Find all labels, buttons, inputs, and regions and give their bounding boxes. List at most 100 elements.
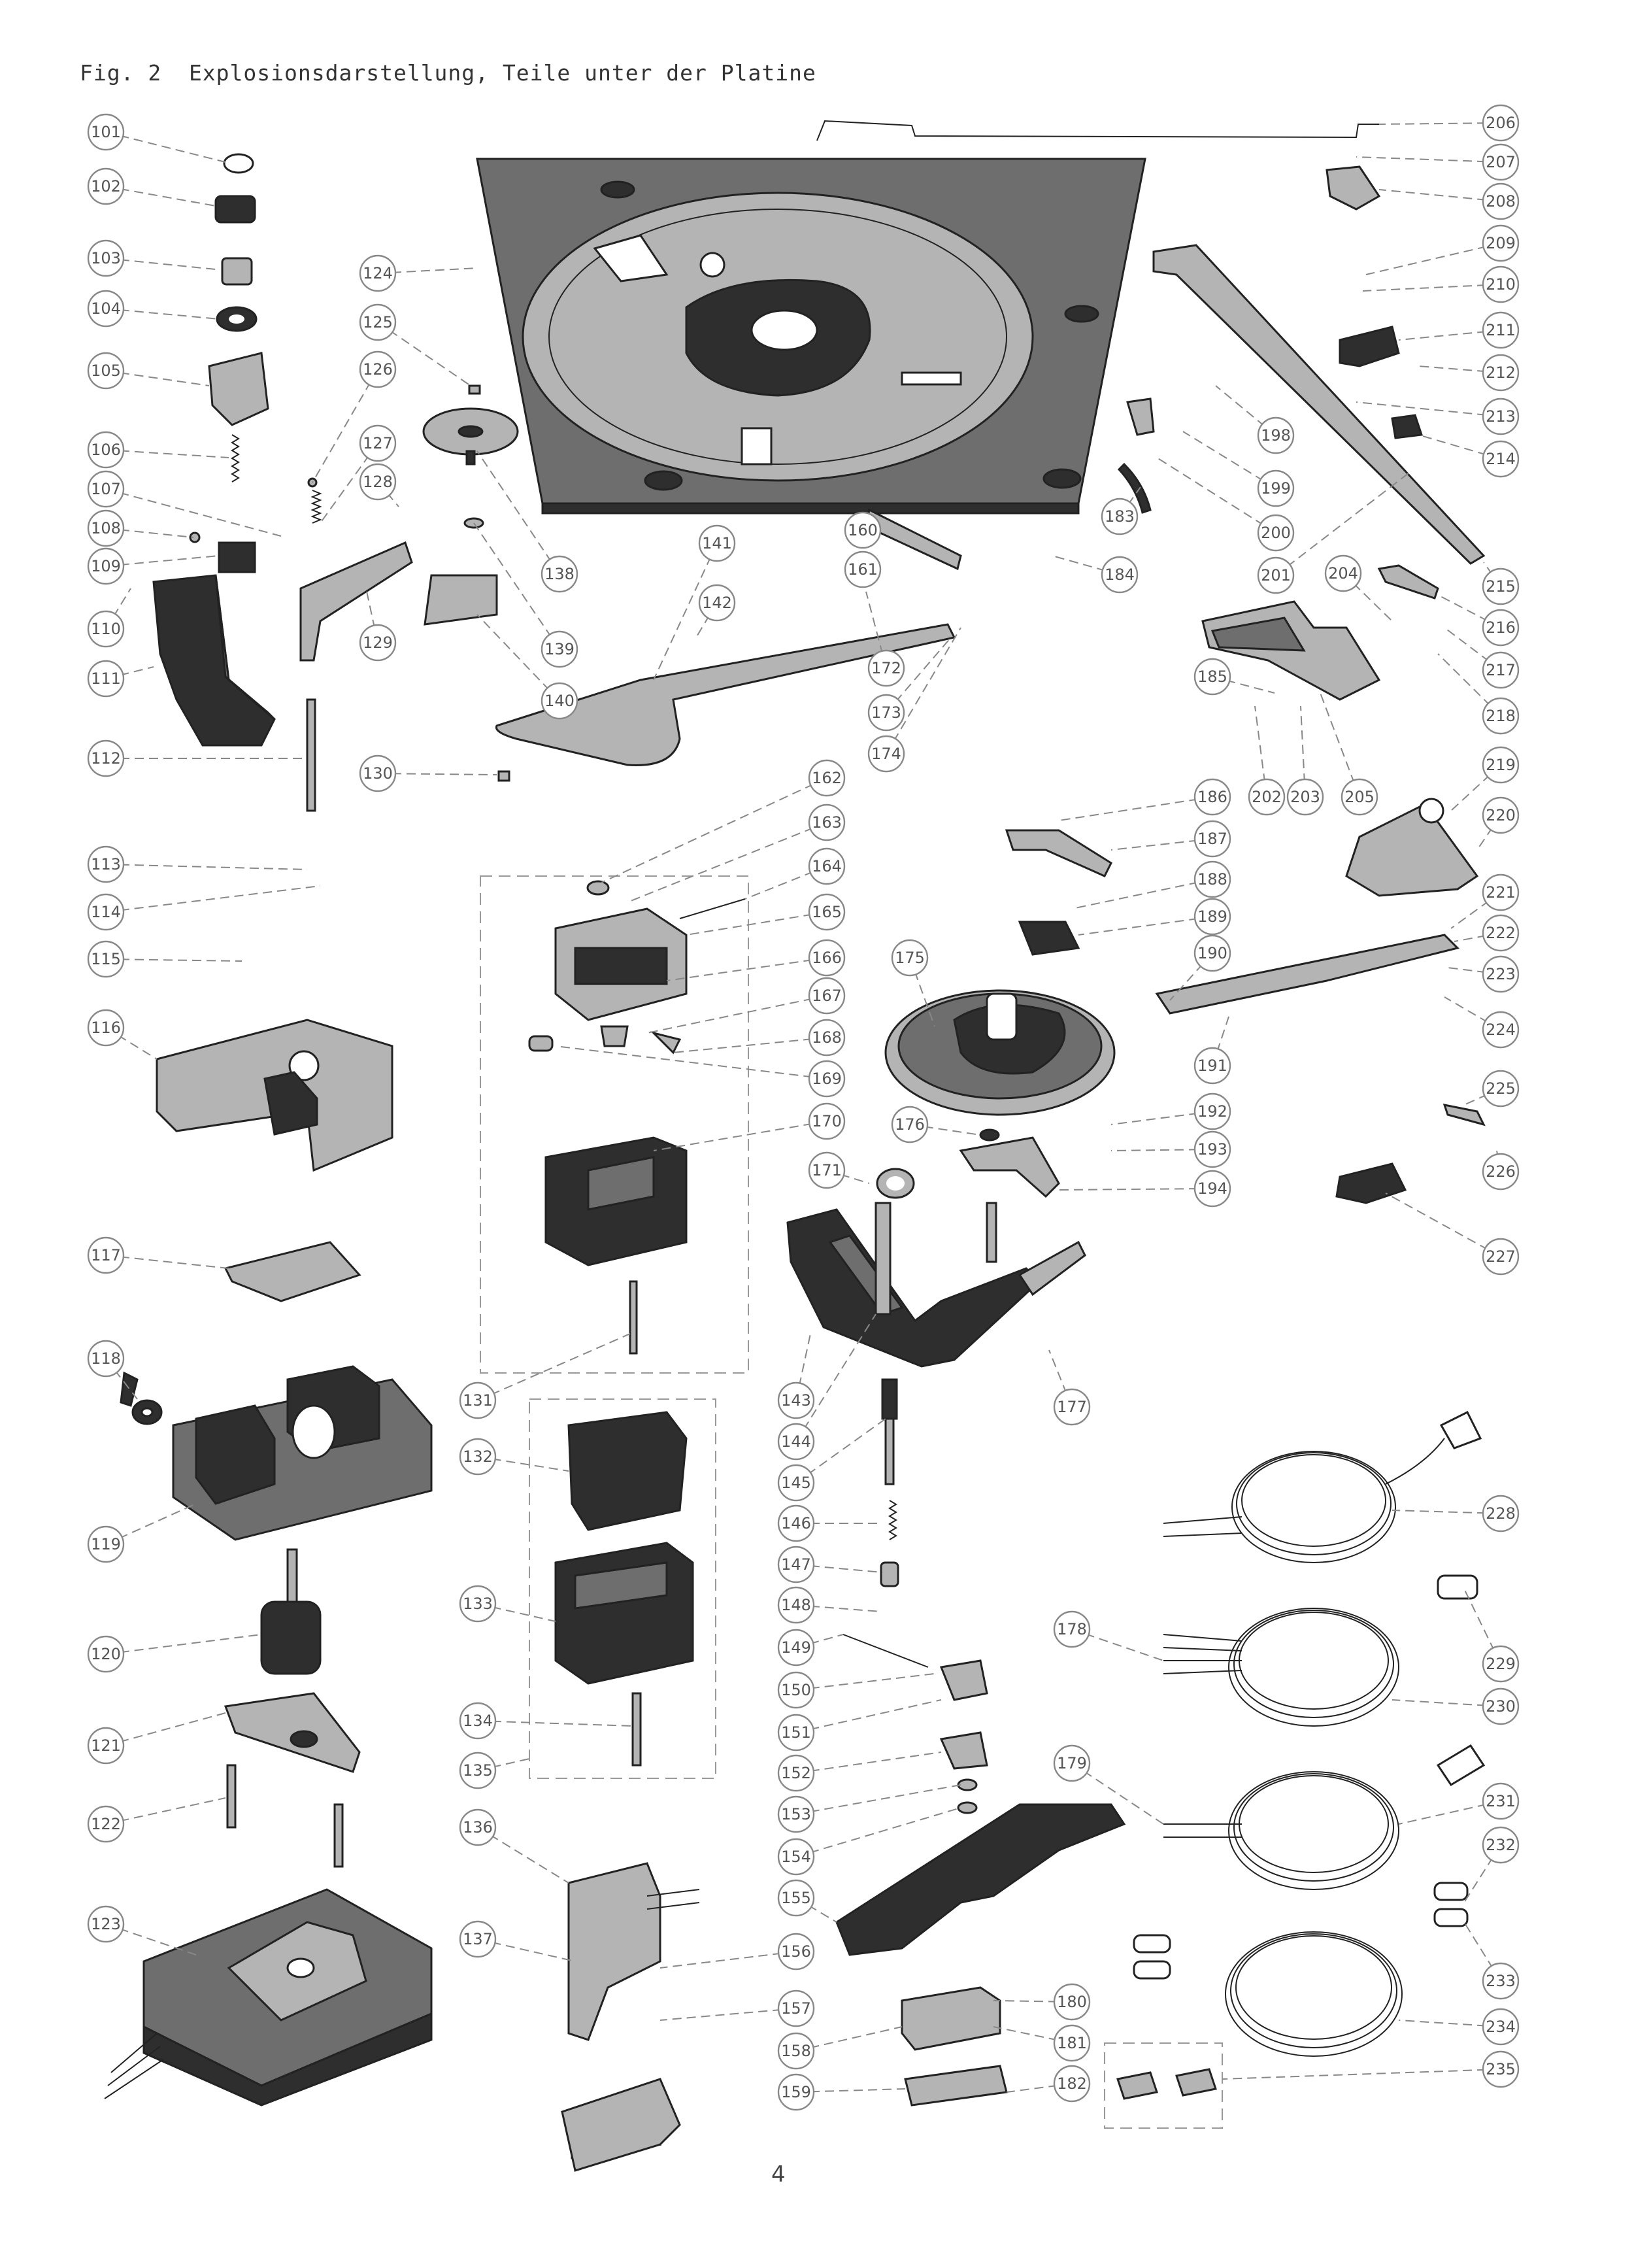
callout-number: 116 xyxy=(91,1019,121,1037)
callout-number: 180 xyxy=(1057,1993,1087,2011)
callout-148: 148 xyxy=(777,1586,815,1624)
motor-assembly xyxy=(104,1019,433,2107)
callout-number: 171 xyxy=(812,1161,842,1179)
callout-203: 203 xyxy=(1286,778,1324,816)
callout-number: 191 xyxy=(1197,1057,1227,1075)
callout-137: 137 xyxy=(459,1920,497,1958)
callout-circle xyxy=(1257,514,1295,552)
callout-146: 146 xyxy=(777,1504,815,1542)
callout-180: 180 xyxy=(1053,1983,1091,2021)
callout-circle xyxy=(1053,1610,1091,1648)
callout-circle xyxy=(359,463,397,501)
leader-line-153 xyxy=(795,1784,961,1815)
callout-165: 165 xyxy=(808,893,846,931)
leader-line-166 xyxy=(666,957,827,981)
callout-circle xyxy=(87,352,125,390)
callout-number: 133 xyxy=(463,1595,493,1613)
callout-number: 130 xyxy=(363,764,393,783)
callout-number: 164 xyxy=(812,857,842,875)
callout-105: 105 xyxy=(87,352,125,390)
callout-number: 101 xyxy=(91,123,121,141)
callout-circle xyxy=(87,1009,125,1047)
leader-line-129 xyxy=(365,588,378,643)
leader-line-121 xyxy=(105,1712,226,1746)
leader-line-233 xyxy=(1463,1921,1501,1982)
callout-number: 224 xyxy=(1486,1021,1516,1039)
callout-111: 111 xyxy=(87,660,125,698)
leader-line-172 xyxy=(865,591,887,669)
leader-line-134 xyxy=(477,1720,633,1727)
callout-circle xyxy=(87,1635,125,1673)
callout-number: 127 xyxy=(363,434,393,452)
callout-number: 147 xyxy=(781,1555,811,1574)
callout-number: 163 xyxy=(812,813,842,832)
callout-number: 189 xyxy=(1197,907,1227,926)
leader-line-165 xyxy=(686,911,827,936)
wire-rod xyxy=(816,120,1379,141)
leader-line-120 xyxy=(105,1634,262,1655)
callout-circle xyxy=(87,167,125,205)
callout-number: 230 xyxy=(1486,1697,1516,1716)
callout-152: 152 xyxy=(777,1754,815,1792)
callout-number: 235 xyxy=(1486,2060,1516,2078)
callout-138: 138 xyxy=(541,555,578,593)
callout-number: 203 xyxy=(1290,788,1320,806)
callout-160: 160 xyxy=(844,511,882,549)
callout-204: 204 xyxy=(1324,554,1362,592)
callout-169: 169 xyxy=(808,1060,846,1098)
callout-circle xyxy=(777,2032,815,2070)
callout-circle xyxy=(359,350,397,388)
callout-125: 125 xyxy=(359,303,397,341)
callout-circle xyxy=(87,290,125,328)
relay-parts xyxy=(554,1411,694,1767)
callout-circle xyxy=(777,1629,815,1667)
callout-circle xyxy=(891,1106,929,1143)
callout-number: 213 xyxy=(1486,407,1516,426)
callout-number: 165 xyxy=(812,903,842,921)
callout-circle xyxy=(808,1060,846,1098)
callout-circle xyxy=(1482,651,1520,689)
callout-circle xyxy=(1053,2024,1091,2062)
leader-line-116 xyxy=(105,1027,158,1060)
callout-number: 202 xyxy=(1252,788,1282,806)
callout-circle xyxy=(1193,1047,1231,1085)
callout-221: 221 xyxy=(1482,873,1520,911)
leader-line-115 xyxy=(105,958,242,962)
callout-226: 226 xyxy=(1482,1153,1520,1191)
callout-143: 143 xyxy=(777,1381,815,1419)
callout-circle xyxy=(87,1340,125,1378)
callout-circle xyxy=(459,1702,497,1740)
callout-163: 163 xyxy=(808,804,846,841)
terminal-parts xyxy=(1116,2068,1217,2100)
callout-166: 166 xyxy=(808,939,846,977)
callout-number: 118 xyxy=(91,1349,121,1368)
callout-circle xyxy=(1101,556,1139,594)
callout-number: 193 xyxy=(1197,1140,1227,1159)
callout-circle xyxy=(359,424,397,462)
callout-114: 114 xyxy=(87,893,125,931)
callout-140: 140 xyxy=(541,682,578,720)
leader-line-151 xyxy=(795,1699,942,1733)
callout-153: 153 xyxy=(777,1795,815,1833)
callout-225: 225 xyxy=(1482,1070,1520,1108)
callout-number: 229 xyxy=(1486,1655,1516,1673)
leader-line-205 xyxy=(1320,692,1360,798)
callout-circle xyxy=(698,524,736,562)
callout-156: 156 xyxy=(777,1933,815,1971)
callout-circle xyxy=(891,939,929,977)
callout-circle xyxy=(87,1525,125,1563)
callout-number: 168 xyxy=(812,1028,842,1047)
callout-number: 154 xyxy=(781,1848,811,1866)
callout-circle xyxy=(777,1423,815,1461)
callout-circle xyxy=(1482,1238,1520,1276)
callout-number: 210 xyxy=(1486,275,1516,294)
callout-number: 167 xyxy=(812,987,842,1005)
callout-number: 131 xyxy=(463,1391,493,1410)
leader-line-182 xyxy=(1006,2083,1073,2093)
callout-labels: 1011021031041051061071081091101111121131… xyxy=(87,104,1520,2111)
callout-129: 129 xyxy=(359,624,397,662)
callout-113: 113 xyxy=(87,845,125,883)
callout-circle xyxy=(777,1754,815,1792)
callout-circle xyxy=(777,1671,815,1709)
callout-117: 117 xyxy=(87,1236,125,1274)
